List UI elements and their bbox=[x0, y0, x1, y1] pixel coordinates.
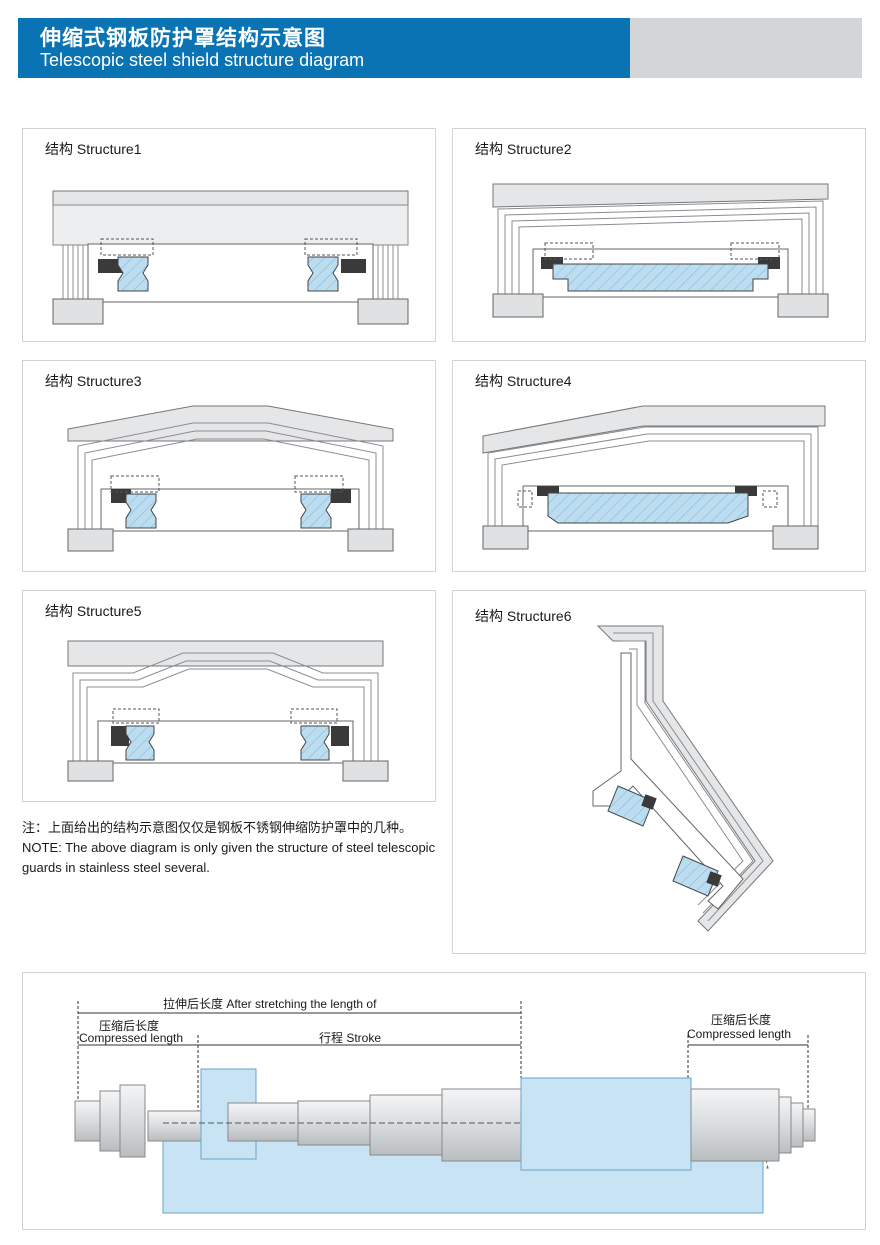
structure-5-label: 结构 Structure5 bbox=[45, 603, 142, 619]
compressed-right-label-en: Compressed length bbox=[687, 1027, 792, 1041]
note-cn: 注：上面给出的结构示意图仅仅是钢板不锈钢伸缩防护罩中的几种。 bbox=[22, 820, 413, 835]
note-en: NOTE: The above diagram is only given th… bbox=[22, 840, 436, 875]
compressed-right-label-cn: 压缩后长度 bbox=[711, 1013, 772, 1027]
stroke-diagram-panel: 拉伸后长度 After stretching the length of 压缩后… bbox=[22, 972, 866, 1230]
stroke-diagram bbox=[74, 1001, 816, 1214]
structure-2-label: 结构 Structure2 bbox=[475, 141, 572, 157]
header-bar bbox=[18, 18, 630, 78]
structure-3-label: 结构 Structure3 bbox=[45, 373, 142, 389]
structure-1-label: 结构 Structure1 bbox=[45, 141, 142, 157]
structure-5-diagram bbox=[67, 640, 389, 782]
page-title-en: Telescopic steel shield structure diagra… bbox=[40, 50, 365, 70]
structure-5-panel: 结构 Structure5 bbox=[22, 590, 436, 802]
structure-4-diagram bbox=[482, 405, 826, 550]
structure-3-panel: 结构 Structure3 bbox=[22, 360, 436, 572]
header-accent bbox=[630, 18, 862, 78]
after-stretching-label: 拉伸后长度 After stretching the length of bbox=[163, 997, 377, 1011]
structure-6-panel: 结构 Structure6 bbox=[452, 590, 866, 954]
structure-2-panel: 结构 Structure2 bbox=[452, 128, 866, 342]
structure-6-label: 结构 Structure6 bbox=[475, 608, 572, 624]
compressed-left-label-cn: 压缩后长度 bbox=[99, 1019, 160, 1033]
note: 注：上面给出的结构示意图仅仅是钢板不锈钢伸缩防护罩中的几种。 NOTE: The… bbox=[22, 818, 442, 878]
compressed-left-label-en: Compressed length bbox=[79, 1031, 184, 1045]
structure-4-label: 结构 Structure4 bbox=[475, 373, 572, 389]
structure-6-diagram bbox=[592, 625, 774, 932]
structure-2-diagram bbox=[492, 183, 829, 318]
stroke-label: 行程 Stroke bbox=[319, 1031, 382, 1045]
structure-3-diagram bbox=[67, 405, 394, 552]
structure-1-panel: 结构 Structure1 bbox=[22, 128, 436, 342]
structure-1-diagram bbox=[52, 190, 409, 325]
structure-4-panel: 结构 Structure4 bbox=[452, 360, 866, 572]
page-title-cn: 伸缩式钢板防护罩结构示意图 bbox=[40, 27, 326, 50]
